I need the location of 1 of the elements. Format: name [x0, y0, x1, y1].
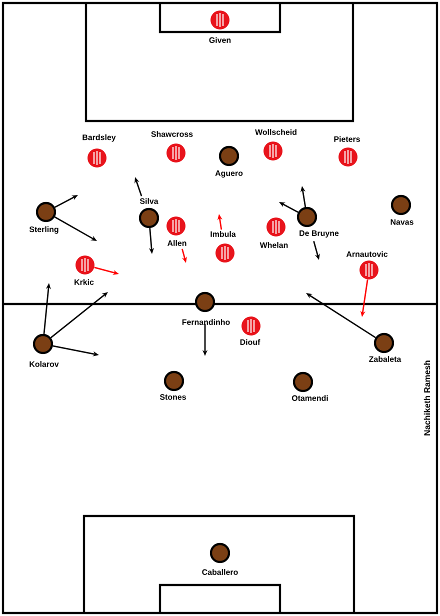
author-credit: Nachiketh Ramesh [424, 360, 430, 436]
